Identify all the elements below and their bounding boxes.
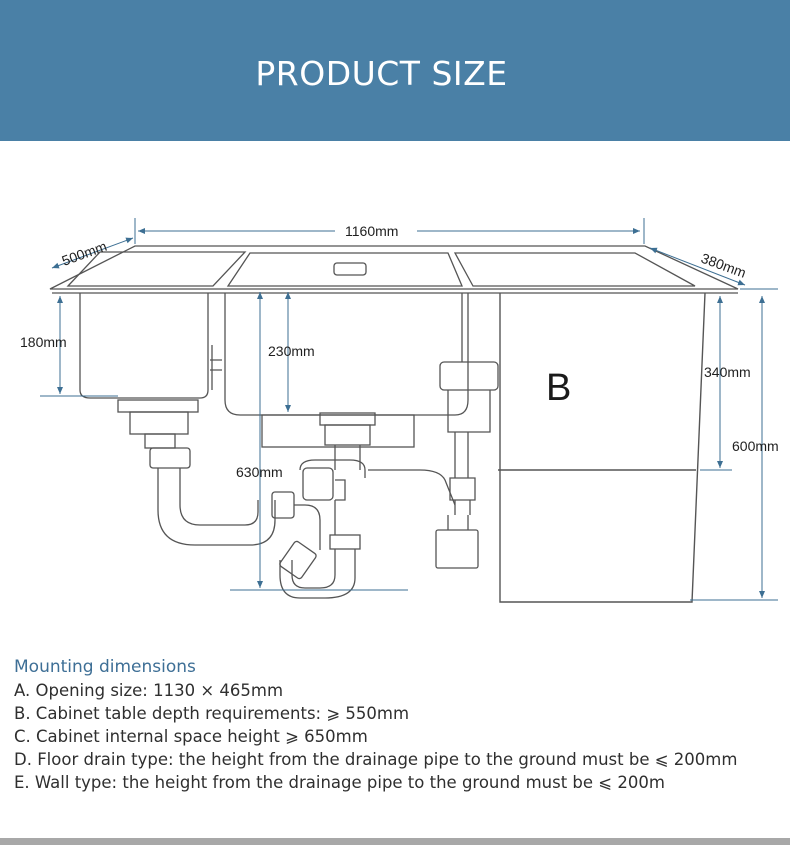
sink-worktop [49,245,739,294]
overflow-slot [333,262,367,276]
mounting-item-d: D. Floor drain type: the height from the… [14,750,738,769]
label-length: 1160mm [345,223,398,239]
header-banner: PRODUCT SIZE [0,0,790,141]
label-drain-height: 630mm [236,464,283,480]
label-center-depth: 230mm [268,343,315,359]
label-depth-left: 500mm [60,238,109,269]
cabinet-b [498,292,706,603]
center-bowl [210,293,469,448]
page-title: PRODUCT SIZE [255,54,508,93]
right-waste-fitting [435,293,499,569]
label-bowl-depth: 180mm [20,334,67,350]
mounting-item-b: B. Cabinet table depth requirements: ⩾ 5… [14,704,410,723]
label-total-height: 600mm [732,438,779,454]
sink-dimension-diagram: B 1160mm 500mm 380mm 180mm 230mm 630mm 3… [20,218,779,603]
footer-divider [0,838,790,845]
cabinet-label: B [546,367,571,409]
dim-line-depth-left [51,237,134,269]
left-bowl [79,293,213,399]
label-depth-right: 380mm [699,250,748,281]
left-drain-assembly [117,399,276,546]
dim-line-depth-right [649,247,746,286]
mounting-dimensions: Mounting dimensions A. Opening size: 113… [14,656,784,794]
label-cabinet-depth: 340mm [704,364,751,380]
mounting-heading: Mounting dimensions [14,657,196,677]
mounting-item-c: C. Cabinet internal space height ⩾ 650mm [14,727,368,746]
center-drain-pipes [271,445,456,599]
mounting-item-e: E. Wall type: the height from the draina… [14,773,665,792]
mounting-item-a: A. Opening size: 1130 × 465mm [14,681,284,700]
